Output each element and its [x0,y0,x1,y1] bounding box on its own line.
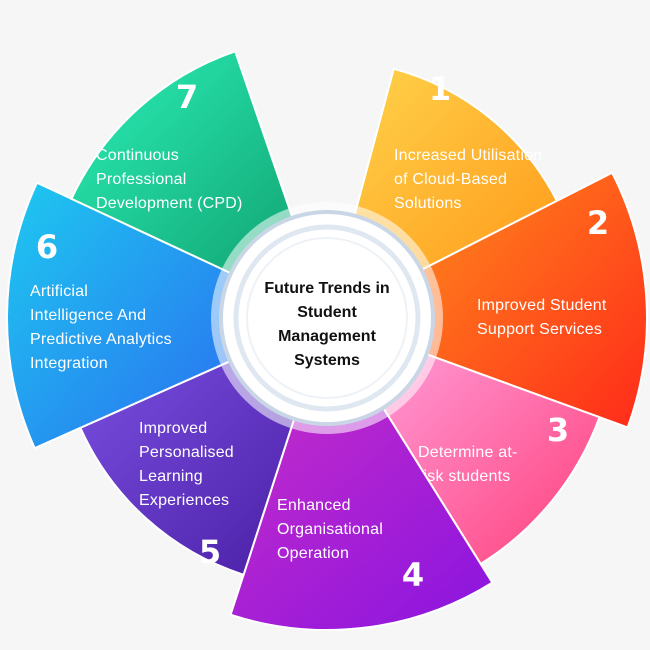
segment-5-label-line-2: Personalised [139,444,234,461]
center-title-line-1: Future Trends in [264,280,389,297]
segment-2-label-line-2: Support Services [477,321,602,338]
segment-5-label-line-3: Learning [139,468,203,485]
segment-number-5: 5 [199,533,221,571]
segment-number-3: 3 [547,411,569,449]
segment-number-7: 7 [176,78,198,116]
center-hub: Future Trends in Student Management Syst… [211,202,443,434]
segment-4-label-line-1: Enhanced [277,497,351,514]
center-title-line-2: Student [297,304,357,321]
segment-6-label-line-3: Predictive Analytics [30,331,172,348]
segment-6-label-line-4: Integration [30,355,108,372]
segment-3-label-line-1: Determine at- [418,444,518,461]
segment-1-label-line-2: of Cloud-Based [394,171,507,188]
segment-number-1: 1 [429,70,451,108]
segment-2-label-line-1: Improved Student [477,297,607,314]
center-title-line-3: Management [278,328,376,345]
segment-7-label-line-2: Professional [96,171,186,188]
segment-number-4: 4 [402,556,424,594]
segment-7-label-line-3: Development (CPD) [96,195,243,212]
segment-1-label-line-3: Solutions [394,195,462,212]
segment-1-label-line-1: Increased Utilisation [394,147,542,164]
hub-core [246,237,408,399]
segment-6-label-line-2: Intelligence And [30,307,146,324]
segment-4-label-line-3: Operation [277,545,349,562]
segment-number-2: 2 [587,204,609,242]
segment-5-label-line-4: Experiences [139,492,229,509]
segment-5-label-line-1: Improved [139,420,207,437]
segment-3-label-line-2: risk students [418,468,510,485]
segment-7-label-line-1: Continuous [96,147,179,164]
segment-6-label-line-1: Artificial [30,283,88,300]
center-title-line-4: Systems [294,352,360,369]
segment-4-label-line-2: Organisational [277,521,383,538]
segment-number-6: 6 [36,228,58,266]
